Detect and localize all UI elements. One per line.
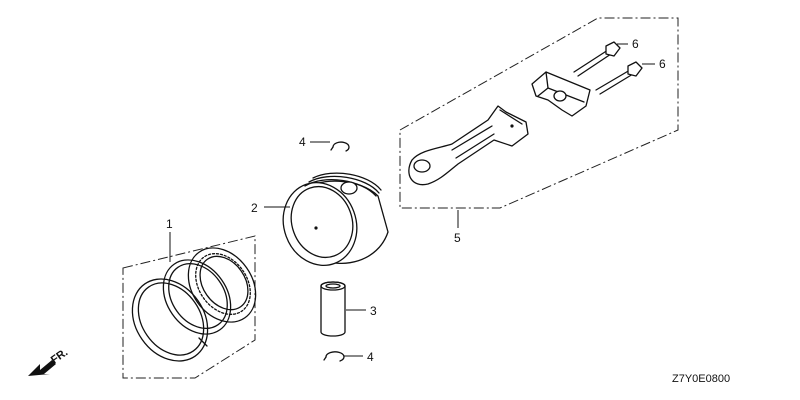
rod-bolt-upper <box>573 41 621 77</box>
piston-pin-clip-bottom <box>323 351 345 362</box>
callout-connecting-rod: 5 <box>454 231 461 245</box>
piston <box>282 172 389 266</box>
callout-piston-ring-set: 1 <box>166 217 173 231</box>
callout-piston: 2 <box>251 201 258 215</box>
piston-ring-set <box>122 235 257 379</box>
piston-pin <box>320 281 346 337</box>
callout-rod-bolt-lower: 6 <box>659 57 666 71</box>
connecting-rod-cap <box>531 71 591 117</box>
connecting-rod-assembly <box>399 17 679 209</box>
connecting-rod-frame <box>399 17 679 209</box>
ring-set-frame <box>122 235 256 379</box>
callout-pin-clip-top: 4 <box>299 135 306 149</box>
callout-rod-bolt-upper: 6 <box>632 37 639 51</box>
callout-pin-clip-bottom: 4 <box>367 350 374 364</box>
connecting-rod <box>408 105 529 186</box>
callout-piston-pin: 3 <box>370 304 377 318</box>
diagram-code: Z7Y0E0800 <box>672 373 730 385</box>
front-direction-arrow-icon <box>28 360 56 376</box>
rod-bolt-lower <box>595 61 643 95</box>
piston-pin-clip-top <box>330 141 350 152</box>
